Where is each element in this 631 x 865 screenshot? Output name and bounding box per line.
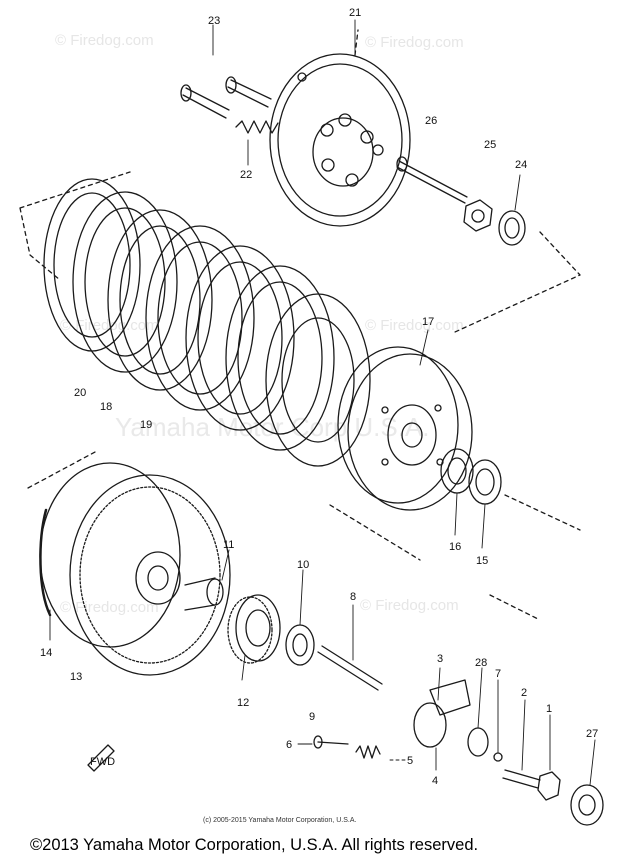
callout-22: 22 — [240, 169, 252, 181]
callout-11: 11 — [223, 539, 234, 551]
callout-17: 17 — [422, 316, 434, 328]
callout-14: 14 — [40, 647, 52, 659]
callout-2: 2 — [521, 687, 527, 699]
watermark-text: © Firedog.com — [360, 597, 459, 614]
callout-24: 24 — [515, 159, 527, 171]
watermark-text: © Firedog.com — [60, 599, 159, 616]
callout-21: 21 — [349, 7, 361, 19]
callout-23: 23 — [208, 15, 220, 27]
guide-box-lower — [27, 451, 581, 621]
callout-numbers: 23 21 26 25 24 22 17 20 18 19 16 15 11 1… — [40, 7, 598, 787]
watermark-maker: Yamaha Motor Corp U.S.A. — [115, 412, 430, 442]
adjust-screw — [313, 735, 381, 759]
callout-12: 12 — [237, 697, 249, 709]
callout-1: 1 — [546, 703, 552, 715]
watermark-layer: © Firedog.com © Firedog.com © Firedog.co… — [55, 32, 464, 616]
callout-10: 10 — [297, 559, 309, 571]
callout-13: 13 — [70, 671, 82, 683]
callout-28: 28 — [475, 657, 487, 669]
push-lever-assembly — [413, 679, 604, 826]
lock-washer — [468, 459, 502, 505]
callout-20: 20 — [74, 387, 86, 399]
primary-drive-gear — [227, 594, 281, 664]
clutch-housing — [39, 462, 231, 676]
callout-27: 27 — [586, 728, 598, 740]
callout-8: 8 — [350, 591, 356, 603]
callout-15: 15 — [476, 555, 488, 567]
callout-4: 4 — [432, 775, 438, 787]
watermark-text: © Firedog.com — [365, 34, 464, 51]
clutch-boss — [337, 346, 473, 511]
washer — [285, 624, 315, 666]
spacer-sleeve — [184, 577, 224, 611]
push-rod — [317, 645, 383, 691]
friction-plate-stack — [43, 178, 371, 467]
clutch-bolts — [180, 76, 272, 119]
callout-16: 16 — [449, 541, 461, 553]
credit-line: (c) 2005-2015 Yamaha Motor Corporation, … — [203, 817, 356, 824]
clutch-spring — [235, 120, 279, 134]
watermark-text: © Firedog.com — [365, 317, 464, 334]
callout-3: 3 — [437, 653, 443, 665]
guide-box-upper — [19, 29, 581, 333]
watermark-text: © Firedog.com — [55, 32, 154, 49]
callout-7: 7 — [495, 668, 501, 680]
callout-18: 18 — [100, 401, 112, 413]
callout-9: 9 — [309, 711, 315, 723]
callout-5: 5 — [407, 755, 413, 767]
pressure-plate — [269, 53, 411, 227]
leader-lines — [49, 19, 596, 786]
watermark-text: © Firedog.com — [60, 317, 159, 334]
callout-19: 19 — [140, 419, 152, 431]
copyright-notice: ©2013 Yamaha Motor Corporation, U.S.A. A… — [30, 836, 479, 854]
callout-26: 26 — [425, 115, 437, 127]
forward-arrow-icon: FWD — [87, 744, 115, 772]
callout-6: 6 — [286, 739, 292, 751]
forward-label: FWD — [90, 756, 115, 768]
pushrod-bolt-assembly — [396, 156, 526, 246]
callout-25: 25 — [484, 139, 496, 151]
